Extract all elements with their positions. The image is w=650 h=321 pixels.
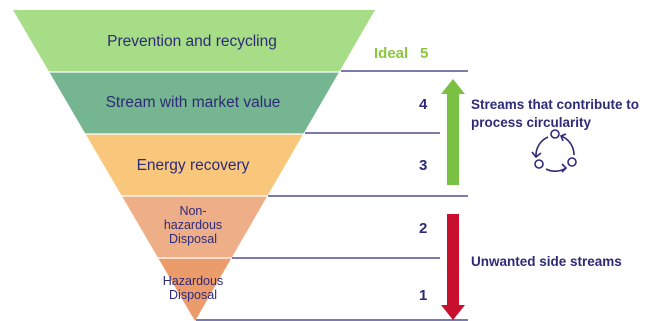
level-number-3: 3 bbox=[419, 157, 427, 174]
svg-text:Non-: Non- bbox=[179, 204, 206, 218]
svg-text:Disposal: Disposal bbox=[169, 232, 217, 246]
level-label-prevention: Prevention and recycling bbox=[107, 33, 277, 50]
level-number-4: 4 bbox=[419, 96, 428, 113]
svg-text:hazardous: hazardous bbox=[164, 218, 222, 232]
band-separators bbox=[49, 71, 341, 259]
band-prevention bbox=[13, 10, 375, 72]
ideal-label: Ideal bbox=[374, 45, 408, 62]
unwanted-side-streams-text: Unwanted side streams bbox=[471, 254, 622, 269]
level-dividers bbox=[196, 70, 468, 321]
svg-text:Hazardous: Hazardous bbox=[163, 274, 223, 288]
svg-text:Disposal: Disposal bbox=[169, 288, 217, 302]
up-arrow-icon bbox=[441, 79, 465, 185]
circularity-text-line-2: process circularity bbox=[471, 115, 592, 130]
circular-arrows-icon bbox=[531, 129, 577, 173]
level-number-5: 5 bbox=[420, 45, 428, 62]
down-arrow-icon bbox=[441, 214, 465, 320]
level-label-energy-recovery: Energy recovery bbox=[137, 157, 250, 174]
level-label-market-value: Stream with market value bbox=[106, 94, 281, 111]
level-label-hazardous: Hazardous Disposal bbox=[163, 274, 223, 302]
level-number-1: 1 bbox=[419, 287, 427, 304]
level-label-non-hazardous: Non- hazardous Disposal bbox=[164, 204, 222, 246]
circularity-text-line-1: Streams that contribute to bbox=[471, 97, 639, 112]
level-number-2: 2 bbox=[419, 220, 427, 237]
